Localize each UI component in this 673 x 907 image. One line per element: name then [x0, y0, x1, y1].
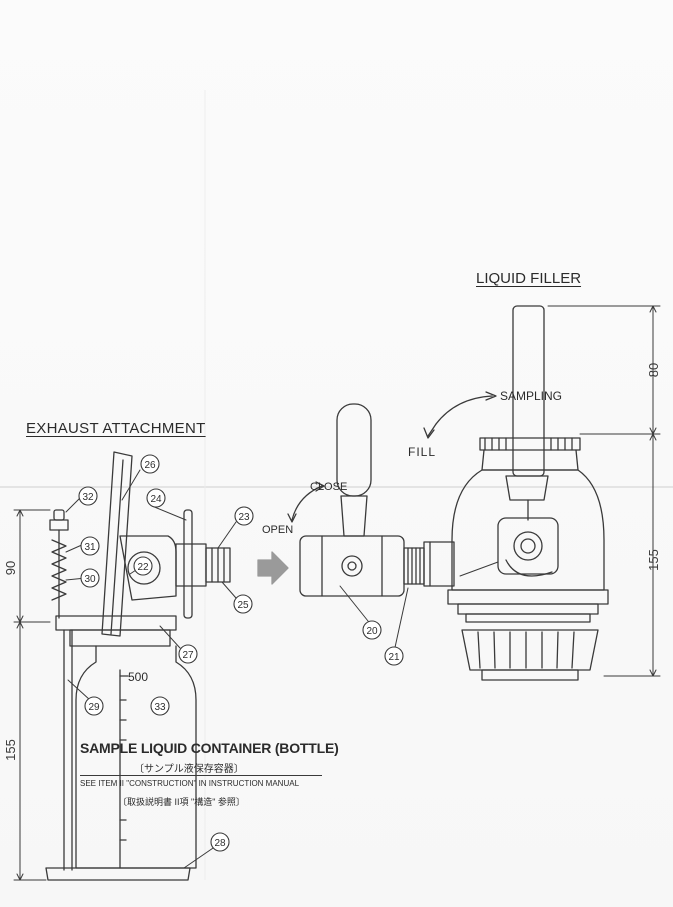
fill-label: FILL	[408, 445, 437, 459]
balloon-30: 30	[80, 568, 100, 588]
balloon-20: 20	[362, 620, 382, 640]
balloon-29: 29	[84, 696, 104, 716]
svg-text:20: 20	[366, 626, 378, 637]
container-title-jp: 〔サンプル液保存容器〕	[134, 764, 244, 775]
valve-body	[299, 535, 405, 597]
filler-valve	[497, 517, 559, 575]
balloon-26: 26	[140, 454, 160, 474]
bottle	[45, 645, 197, 881]
open-label: OPEN	[262, 524, 294, 536]
balloon-27: 27	[178, 644, 198, 664]
close-open-arrow	[291, 485, 323, 521]
svg-text:30: 30	[84, 574, 96, 585]
balloon-21: 21	[384, 646, 404, 666]
svg-text:23: 23	[238, 512, 250, 523]
svg-text:27: 27	[182, 650, 194, 661]
balloon-25: 25	[233, 594, 253, 614]
svg-text:22: 22	[137, 562, 149, 573]
close-label: CLOSE	[310, 481, 348, 493]
svg-text:33: 33	[154, 702, 166, 713]
liquid-filler-title: LIQUID FILLER	[476, 270, 582, 287]
bottle-graduation-label: 500	[128, 670, 149, 684]
balloon-24: 24	[146, 488, 166, 508]
container-title: SAMPLE LIQUID CONTAINER (BOTTLE)	[80, 740, 339, 756]
svg-text:32: 32	[82, 492, 94, 503]
svg-text:21: 21	[388, 652, 400, 663]
svg-text:29: 29	[88, 702, 100, 713]
balloon-33: 33	[150, 696, 170, 716]
flow-arrow	[257, 551, 289, 585]
ball-valve	[299, 403, 425, 597]
svg-text:26: 26	[144, 460, 156, 471]
spring-rod	[49, 509, 73, 871]
balloon-28: 28	[210, 832, 230, 852]
balloon-32: 32	[78, 486, 98, 506]
dim-155-left: 155	[3, 739, 18, 761]
svg-text:31: 31	[84, 542, 96, 553]
dimension-left	[13, 509, 51, 881]
balloon-22: 22	[133, 556, 153, 576]
filler-cap	[461, 629, 599, 671]
exhaust-attachment-title: EXHAUST ATTACHMENT	[26, 420, 206, 437]
dim-80: 80	[646, 363, 661, 377]
svg-text:24: 24	[150, 494, 162, 505]
filler-body	[451, 469, 605, 591]
see-item-note: SEE ITEM II "CONSTRUCTION" IN INSTRUCTIO…	[80, 779, 300, 788]
part-balloons: 26 24 23 22 25 27 32 31 30 29 33 28 20 2…	[78, 454, 404, 852]
svg-text:25: 25	[237, 600, 249, 611]
balloon-31: 31	[80, 536, 100, 556]
exhaust-tube	[101, 451, 133, 637]
balloon-23: 23	[234, 506, 254, 526]
caption-divider	[80, 775, 322, 776]
sampling-arrow	[435, 395, 493, 425]
dim-155-right: 155	[646, 549, 661, 571]
svg-text:28: 28	[214, 838, 226, 849]
dimension-right	[547, 305, 661, 677]
liquid-filler	[423, 305, 609, 681]
sampling-label: SAMPLING	[500, 389, 563, 403]
filler-lever-joint	[505, 475, 549, 501]
dim-90: 90	[3, 561, 18, 575]
see-item-note-jp: 〔取扱説明書 II項 "構造" 参照〕	[118, 797, 245, 807]
